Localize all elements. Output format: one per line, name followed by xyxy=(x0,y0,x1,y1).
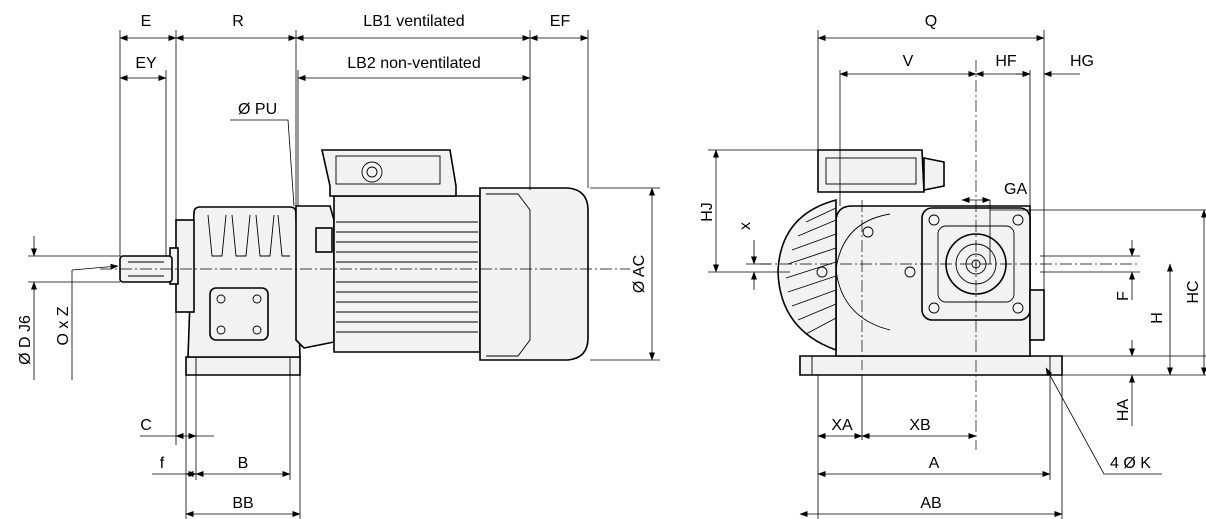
label-D: Ø D J6 xyxy=(17,315,34,365)
label-LB1: LB1 ventilated xyxy=(363,13,464,30)
fan-cover xyxy=(479,187,589,361)
side-base-foot xyxy=(185,356,301,376)
label-K: 4 Ø K xyxy=(1110,455,1151,472)
terminal-box xyxy=(321,149,457,197)
label-V: V xyxy=(903,53,914,70)
label-LB2: LB2 non-ventilated xyxy=(347,55,480,72)
label-OxZ: O x Z xyxy=(55,306,72,345)
label-Q: Q xyxy=(925,13,937,30)
label-C: C xyxy=(140,417,152,434)
label-H: H xyxy=(1149,312,1166,324)
front-cable-gland xyxy=(923,157,945,191)
label-XB: XB xyxy=(909,417,930,434)
label-f: f xyxy=(160,455,165,472)
label-x: x xyxy=(737,222,754,230)
label-F: F xyxy=(1115,291,1132,301)
gearbox-fins xyxy=(207,214,290,257)
front-shroud-ribs xyxy=(785,207,837,335)
front-view: Q V HF HG GA HJ x F H HC xyxy=(699,13,1206,519)
label-AB: AB xyxy=(920,495,941,512)
cable-gland xyxy=(361,161,383,183)
front-terminal-box xyxy=(817,149,925,193)
label-PU: Ø PU xyxy=(238,101,277,118)
label-A: A xyxy=(929,455,940,472)
label-EF: EF xyxy=(550,13,571,30)
front-fan-shroud xyxy=(777,198,837,352)
label-HG: HG xyxy=(1070,53,1094,70)
motor-body xyxy=(333,195,481,353)
side-view: E R LB1 ventilated EF EY LB2 non-ventila… xyxy=(17,13,660,519)
label-XA: XA xyxy=(831,417,853,434)
label-B: B xyxy=(238,455,249,472)
label-BB: BB xyxy=(232,495,253,512)
label-HA: HA xyxy=(1115,399,1132,422)
label-HJ: HJ xyxy=(699,202,716,222)
label-HC: HC xyxy=(1185,280,1202,303)
label-E: E xyxy=(141,13,152,30)
front-base-foot xyxy=(799,355,1063,376)
label-AC: Ø AC xyxy=(631,255,648,293)
label-EY: EY xyxy=(135,55,157,72)
label-GA: GA xyxy=(1004,181,1027,198)
label-R: R xyxy=(232,13,244,30)
label-HF: HF xyxy=(995,53,1017,70)
motor-cooling-ribs xyxy=(336,221,478,333)
